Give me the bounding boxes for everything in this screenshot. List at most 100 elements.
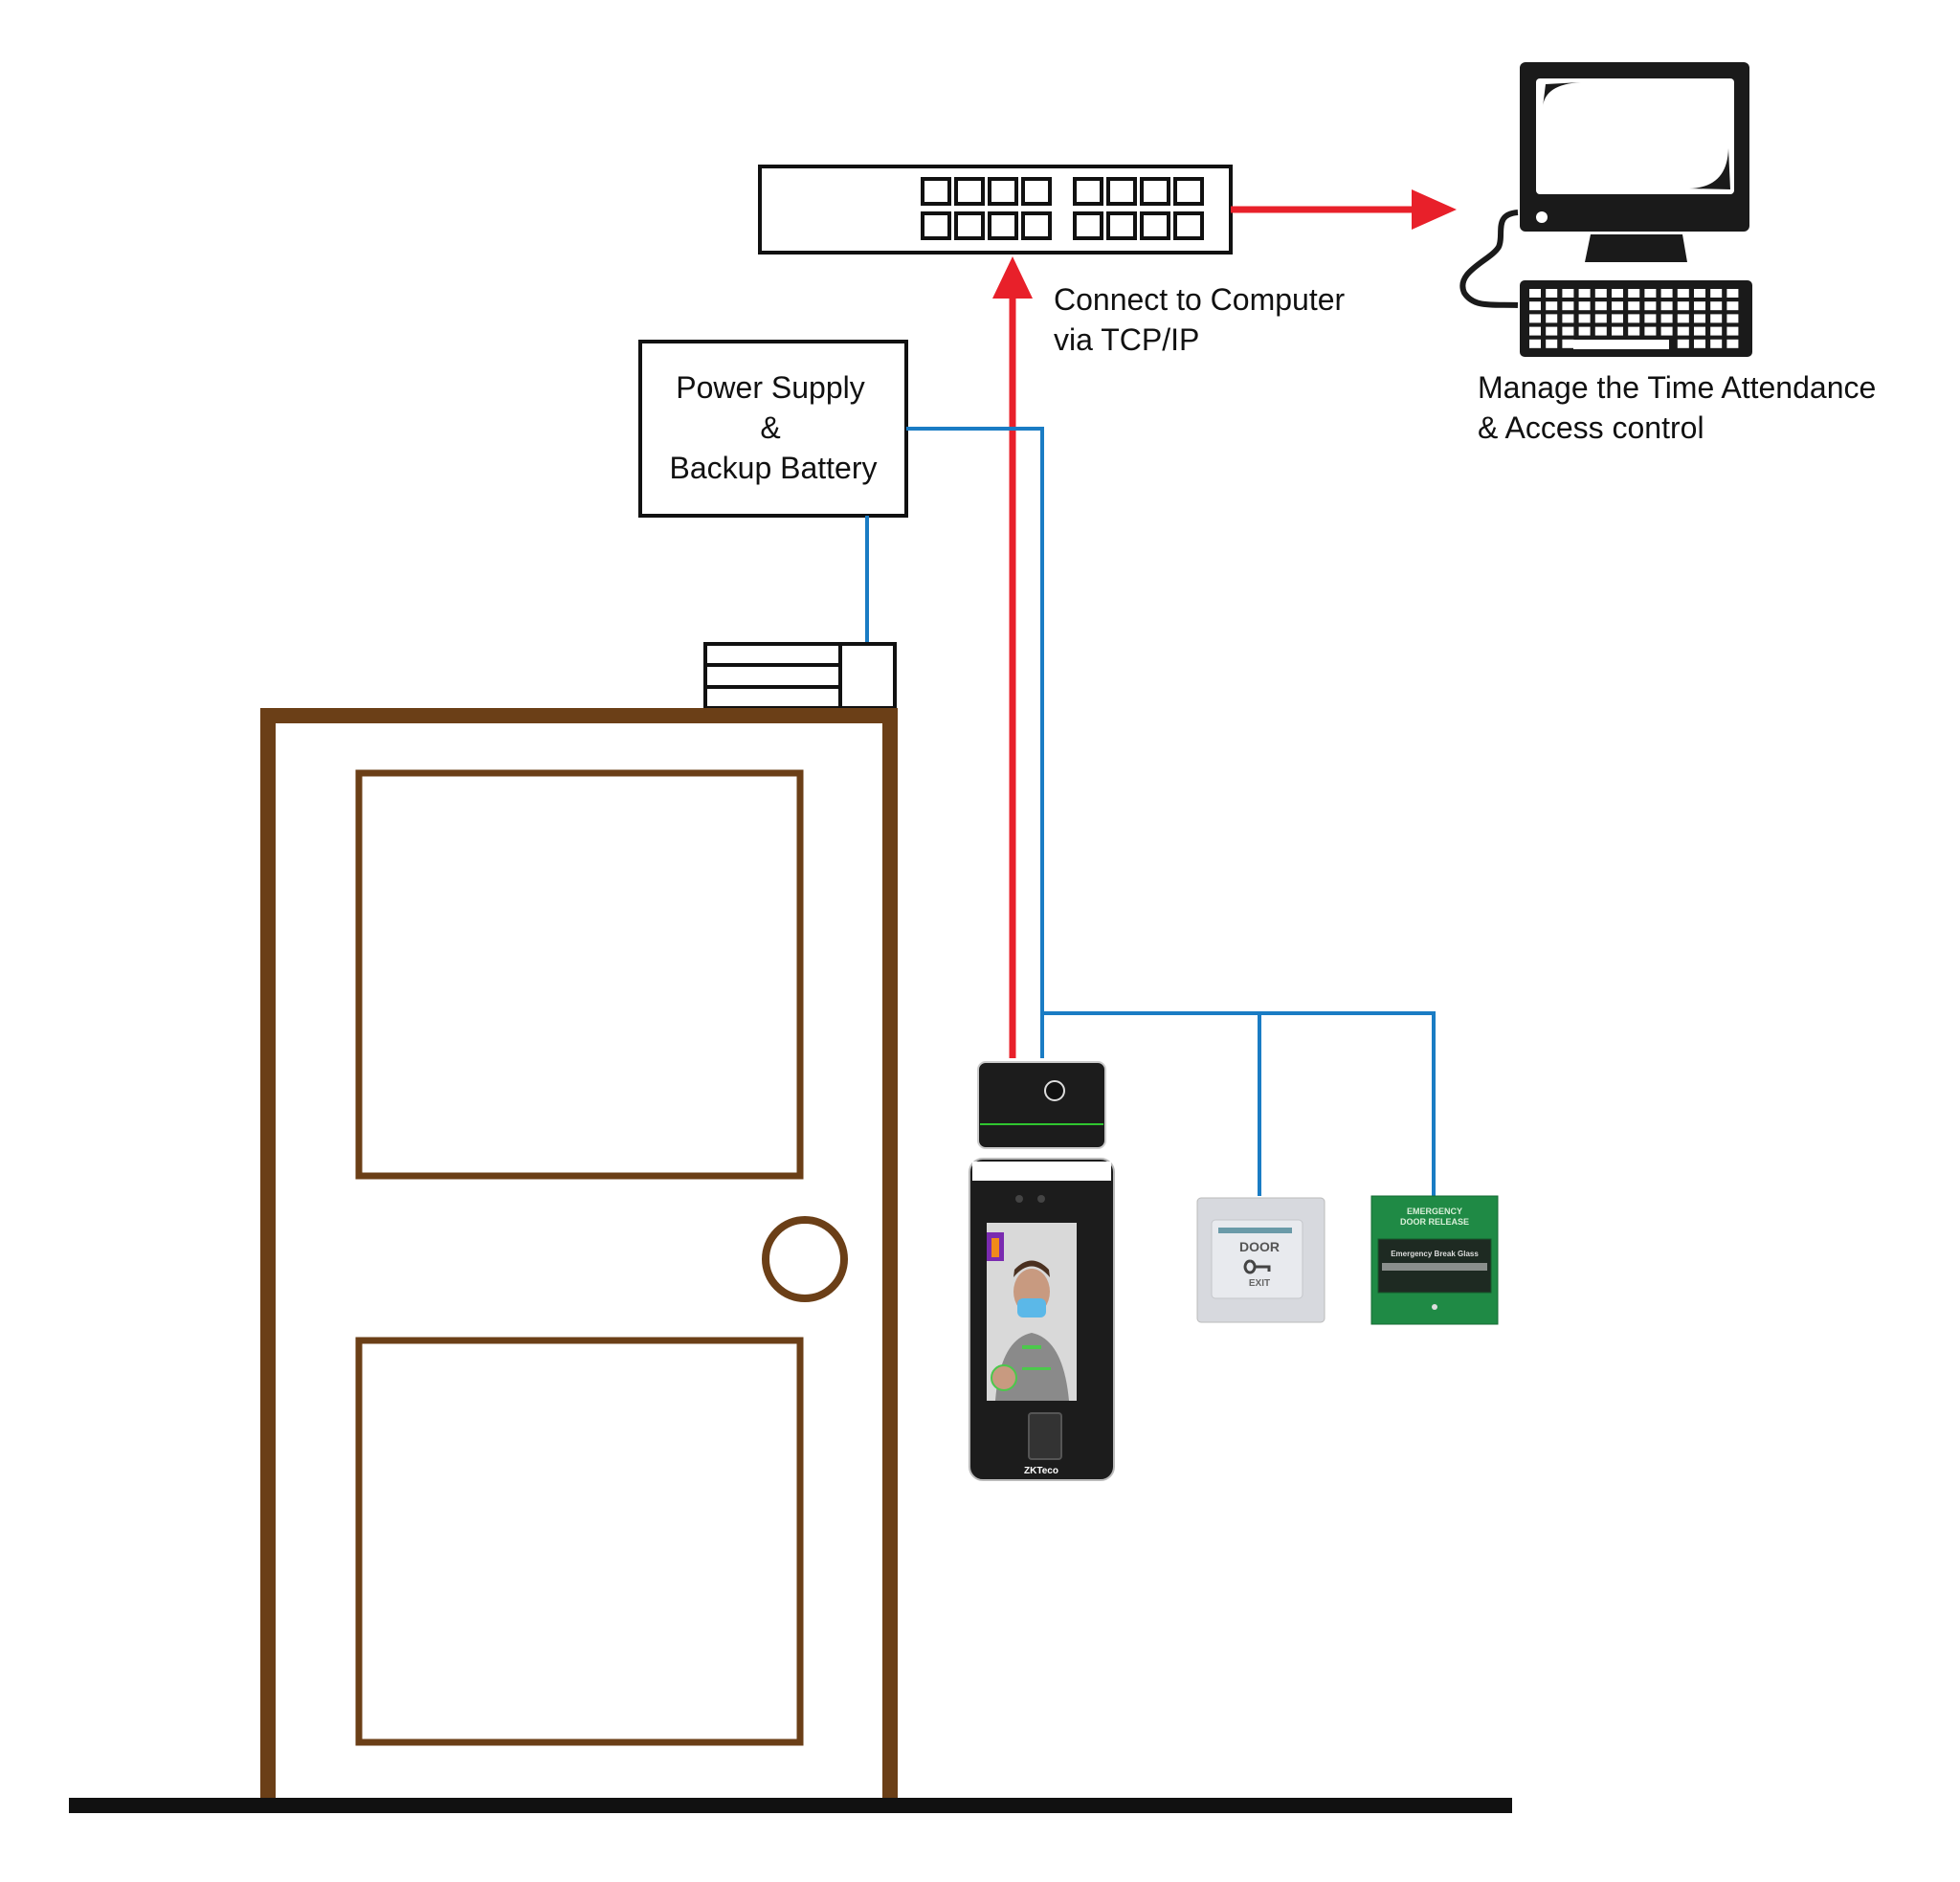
keyboard-key xyxy=(1726,339,1739,348)
keyboard-key xyxy=(1562,301,1574,311)
power-supply-label-line3: Backup Battery xyxy=(670,451,878,485)
door-panel-lower xyxy=(355,1337,804,1746)
keyboard-key xyxy=(1562,314,1574,323)
connect-label-line1: Connect to Computer xyxy=(1054,282,1346,317)
keyboard-key xyxy=(1529,301,1541,311)
keyboard-key xyxy=(1529,326,1541,336)
keyboard-key xyxy=(1562,339,1574,348)
floor-line xyxy=(69,1798,1512,1813)
keyboard-key xyxy=(1594,326,1607,336)
keyboard-key xyxy=(1726,301,1739,311)
power-supply-label-line2: & xyxy=(760,410,780,445)
keyboard-key xyxy=(1644,314,1657,323)
keyboard-key xyxy=(1594,301,1607,311)
keyboard-key xyxy=(1677,339,1689,348)
keyboard-key xyxy=(1660,314,1673,323)
keyboard-key xyxy=(1710,326,1723,336)
manage-label-line2: & Access control xyxy=(1478,410,1704,445)
keyboard-key xyxy=(1612,301,1623,311)
door-knob xyxy=(762,1216,848,1302)
computer-icon xyxy=(1459,62,1752,357)
keyboard-key xyxy=(1710,339,1723,348)
terminal-logo: ZKTeco xyxy=(1024,1466,1058,1476)
keyboard-key xyxy=(1546,301,1558,311)
keyboard-key xyxy=(1660,301,1673,311)
emergency-glass-text: Emergency Break Glass xyxy=(1391,1250,1479,1258)
magnetic-lock xyxy=(703,642,897,710)
keyboard-key xyxy=(1644,301,1657,311)
keyboard-key xyxy=(1546,326,1558,336)
keyboard-key xyxy=(1628,314,1640,323)
manage-label-line1: Manage the Time Attendance xyxy=(1478,370,1876,405)
keyboard-key xyxy=(1694,339,1705,348)
door xyxy=(260,708,898,1803)
keyboard-key xyxy=(1694,314,1705,323)
keyboard-key xyxy=(1677,314,1689,323)
switch-port xyxy=(988,177,1018,206)
keyboard-key xyxy=(1529,314,1541,323)
switch-port xyxy=(1173,211,1204,240)
connect-label-line2: via TCP/IP xyxy=(1054,322,1199,357)
exit-button-text-exit: EXIT xyxy=(1249,1278,1270,1289)
face-mask xyxy=(1017,1298,1046,1317)
keyboard-key xyxy=(1726,314,1739,323)
exit-button-text-door: DOOR xyxy=(1239,1239,1280,1254)
switch-port xyxy=(1073,211,1103,240)
keyboard-key xyxy=(1644,289,1657,298)
keyboard-key xyxy=(1594,314,1607,323)
keyboard-key xyxy=(1710,301,1723,311)
keyboard-key xyxy=(1562,289,1574,298)
keyboard-key xyxy=(1710,289,1723,298)
emergency-text-line1: EMERGENCY xyxy=(1407,1207,1462,1216)
power-supply-box: Power Supply & Backup Battery xyxy=(638,340,908,518)
keyboard-key xyxy=(1694,301,1705,311)
door-exit-button: DOOR EXIT xyxy=(1196,1197,1325,1323)
keyboard-key xyxy=(1594,289,1607,298)
switch-port xyxy=(988,211,1018,240)
keyboard-key xyxy=(1644,326,1657,336)
tcp-ip-arrow-to-computer xyxy=(1231,189,1457,230)
keyboard-key xyxy=(1660,326,1673,336)
emergency-text-line2: DOOR RELEASE xyxy=(1400,1217,1469,1227)
keyboard-key xyxy=(1628,326,1640,336)
switch-port xyxy=(921,211,951,240)
face-recognition-terminal: ZKTeco xyxy=(969,1061,1115,1481)
keyboard-key xyxy=(1578,314,1591,323)
keyboard-key xyxy=(1726,326,1739,336)
keyboard-key xyxy=(1677,326,1689,336)
spacebar-key xyxy=(1573,340,1669,349)
keyboard-key xyxy=(1578,289,1591,298)
keyboard-key xyxy=(1694,289,1705,298)
keyboard-key xyxy=(1529,339,1541,348)
switch-port xyxy=(921,177,951,206)
switch-port xyxy=(1106,177,1137,206)
switch-port xyxy=(1021,177,1052,206)
keyboard-key xyxy=(1529,289,1541,298)
power-supply-label-line1: Power Supply xyxy=(676,370,864,405)
keyboard-key xyxy=(1612,289,1623,298)
keyboard-key xyxy=(1562,326,1574,336)
emergency-door-release: EMERGENCY DOOR RELEASE Emergency Break G… xyxy=(1370,1195,1499,1325)
switch-port xyxy=(954,177,985,206)
network-switch xyxy=(758,165,1233,255)
keyboard-key xyxy=(1660,289,1673,298)
power-wiring xyxy=(865,427,1436,1196)
keyboard-key xyxy=(1612,314,1623,323)
tcp-ip-arrow-to-switch xyxy=(992,256,1033,1058)
keyboard-key xyxy=(1726,289,1739,298)
switch-port xyxy=(1140,211,1170,240)
keyboard-key xyxy=(1628,301,1640,311)
switch-port xyxy=(1021,211,1052,240)
keyboard-key xyxy=(1578,301,1591,311)
switch-port xyxy=(954,211,985,240)
switch-port xyxy=(1106,211,1137,240)
keyboard-key xyxy=(1546,289,1558,298)
switch-port xyxy=(1073,177,1103,206)
keyboard-key xyxy=(1612,326,1623,336)
keyboard-key xyxy=(1546,339,1558,348)
switch-port xyxy=(1173,177,1204,206)
key-icon xyxy=(1243,1259,1271,1274)
switch-port xyxy=(1140,177,1170,206)
keyboard-key xyxy=(1628,289,1640,298)
